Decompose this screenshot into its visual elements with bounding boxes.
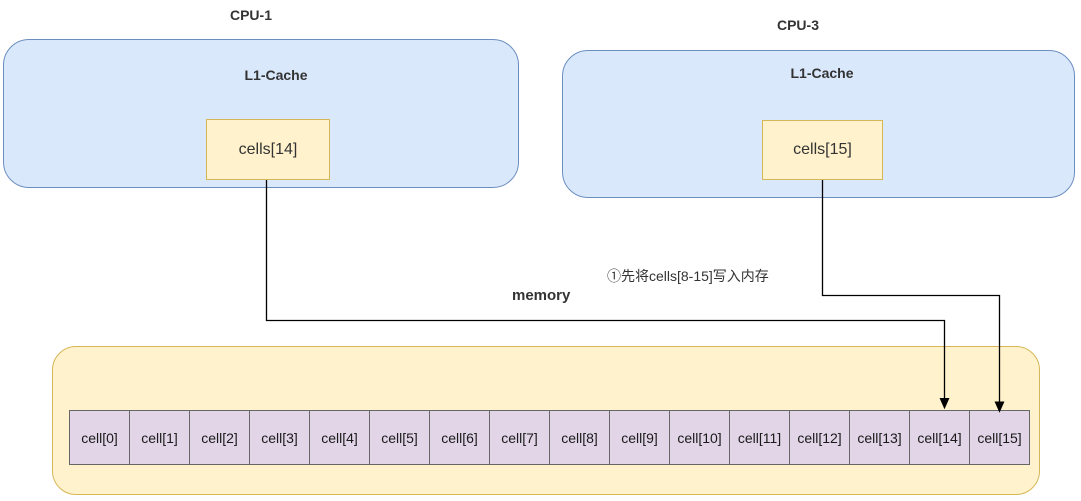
step1-annotation: ①先将cells[8-15]写入内存 — [607, 268, 769, 284]
memory-cells-row: cell[0] cell[1] cell[2] cell[3] cell[4] … — [69, 410, 1030, 465]
memory-cell-2: cell[2] — [189, 411, 249, 464]
memory-cell-15: cell[15] — [969, 411, 1029, 464]
memory-cell-10: cell[10] — [669, 411, 729, 464]
memory-cell-6: cell[6] — [429, 411, 489, 464]
memory-cell-13: cell[13] — [849, 411, 909, 464]
cpu1-cache-label: L1-Cache — [244, 67, 308, 83]
memory-cell-11: cell[11] — [729, 411, 789, 464]
memory-cell-4: cell[4] — [309, 411, 369, 464]
cpu3-cache-label: L1-Cache — [790, 65, 854, 81]
cpu1-cache-cell: cells[14] — [206, 119, 330, 180]
memory-cell-3: cell[3] — [249, 411, 309, 464]
memory-cell-7: cell[7] — [489, 411, 549, 464]
memory-cell-8: cell[8] — [549, 411, 609, 464]
memory-cell-12: cell[12] — [789, 411, 849, 464]
memory-cell-14: cell[14] — [909, 411, 969, 464]
cpu3-title: CPU-3 — [776, 17, 819, 33]
memory-cell-0: cell[0] — [81, 429, 118, 446]
memory-cell-9: cell[9] — [609, 411, 669, 464]
memory-cell-5: cell[5] — [369, 411, 429, 464]
memory-cell-1: cell[1] — [129, 411, 189, 464]
memory-label: memory — [512, 287, 571, 304]
cpu1-title: CPU-1 — [229, 7, 272, 23]
cpu3-cache-cell: cells[15] — [762, 120, 883, 180]
